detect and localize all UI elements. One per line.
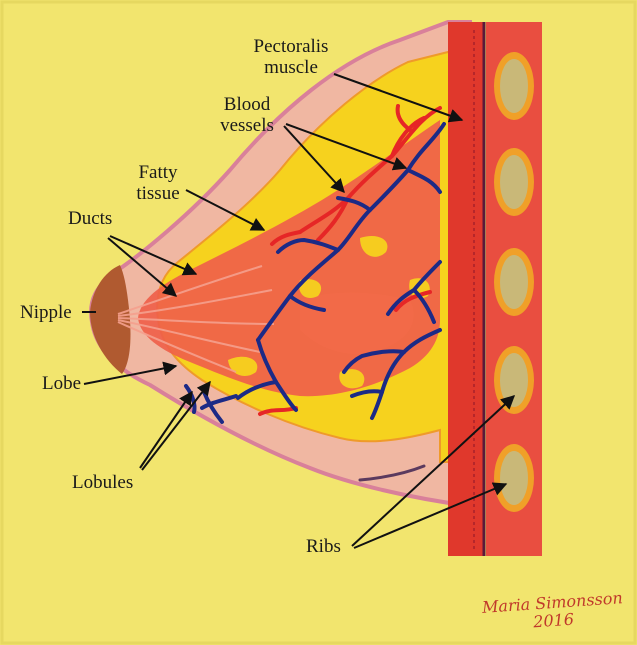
label-lobe: Lobe bbox=[42, 373, 81, 394]
label-lobules: Lobules bbox=[72, 472, 133, 493]
label-blood-line1: Blood bbox=[212, 94, 282, 115]
rib bbox=[494, 148, 534, 216]
label-fatty-line1: Fatty bbox=[128, 162, 188, 183]
label-fatty-tissue: Fatty tissue bbox=[128, 162, 188, 204]
label-ribs: Ribs bbox=[306, 536, 341, 557]
label-pectoralis-line2: muscle bbox=[246, 57, 336, 78]
label-ducts: Ducts bbox=[68, 208, 112, 229]
label-fatty-line2: tissue bbox=[128, 183, 188, 204]
rib bbox=[494, 52, 534, 120]
label-nipple: Nipple bbox=[20, 302, 72, 323]
label-blood-vessels: Blood vessels bbox=[212, 94, 282, 136]
label-pectoralis-muscle: Pectoralis muscle bbox=[246, 36, 336, 78]
rib bbox=[494, 248, 534, 316]
rib bbox=[494, 346, 534, 414]
label-pectoralis-line1: Pectoralis bbox=[246, 36, 336, 57]
rib bbox=[494, 444, 534, 512]
pectoralis-muscle bbox=[448, 22, 484, 556]
label-blood-line2: vessels bbox=[212, 115, 282, 136]
